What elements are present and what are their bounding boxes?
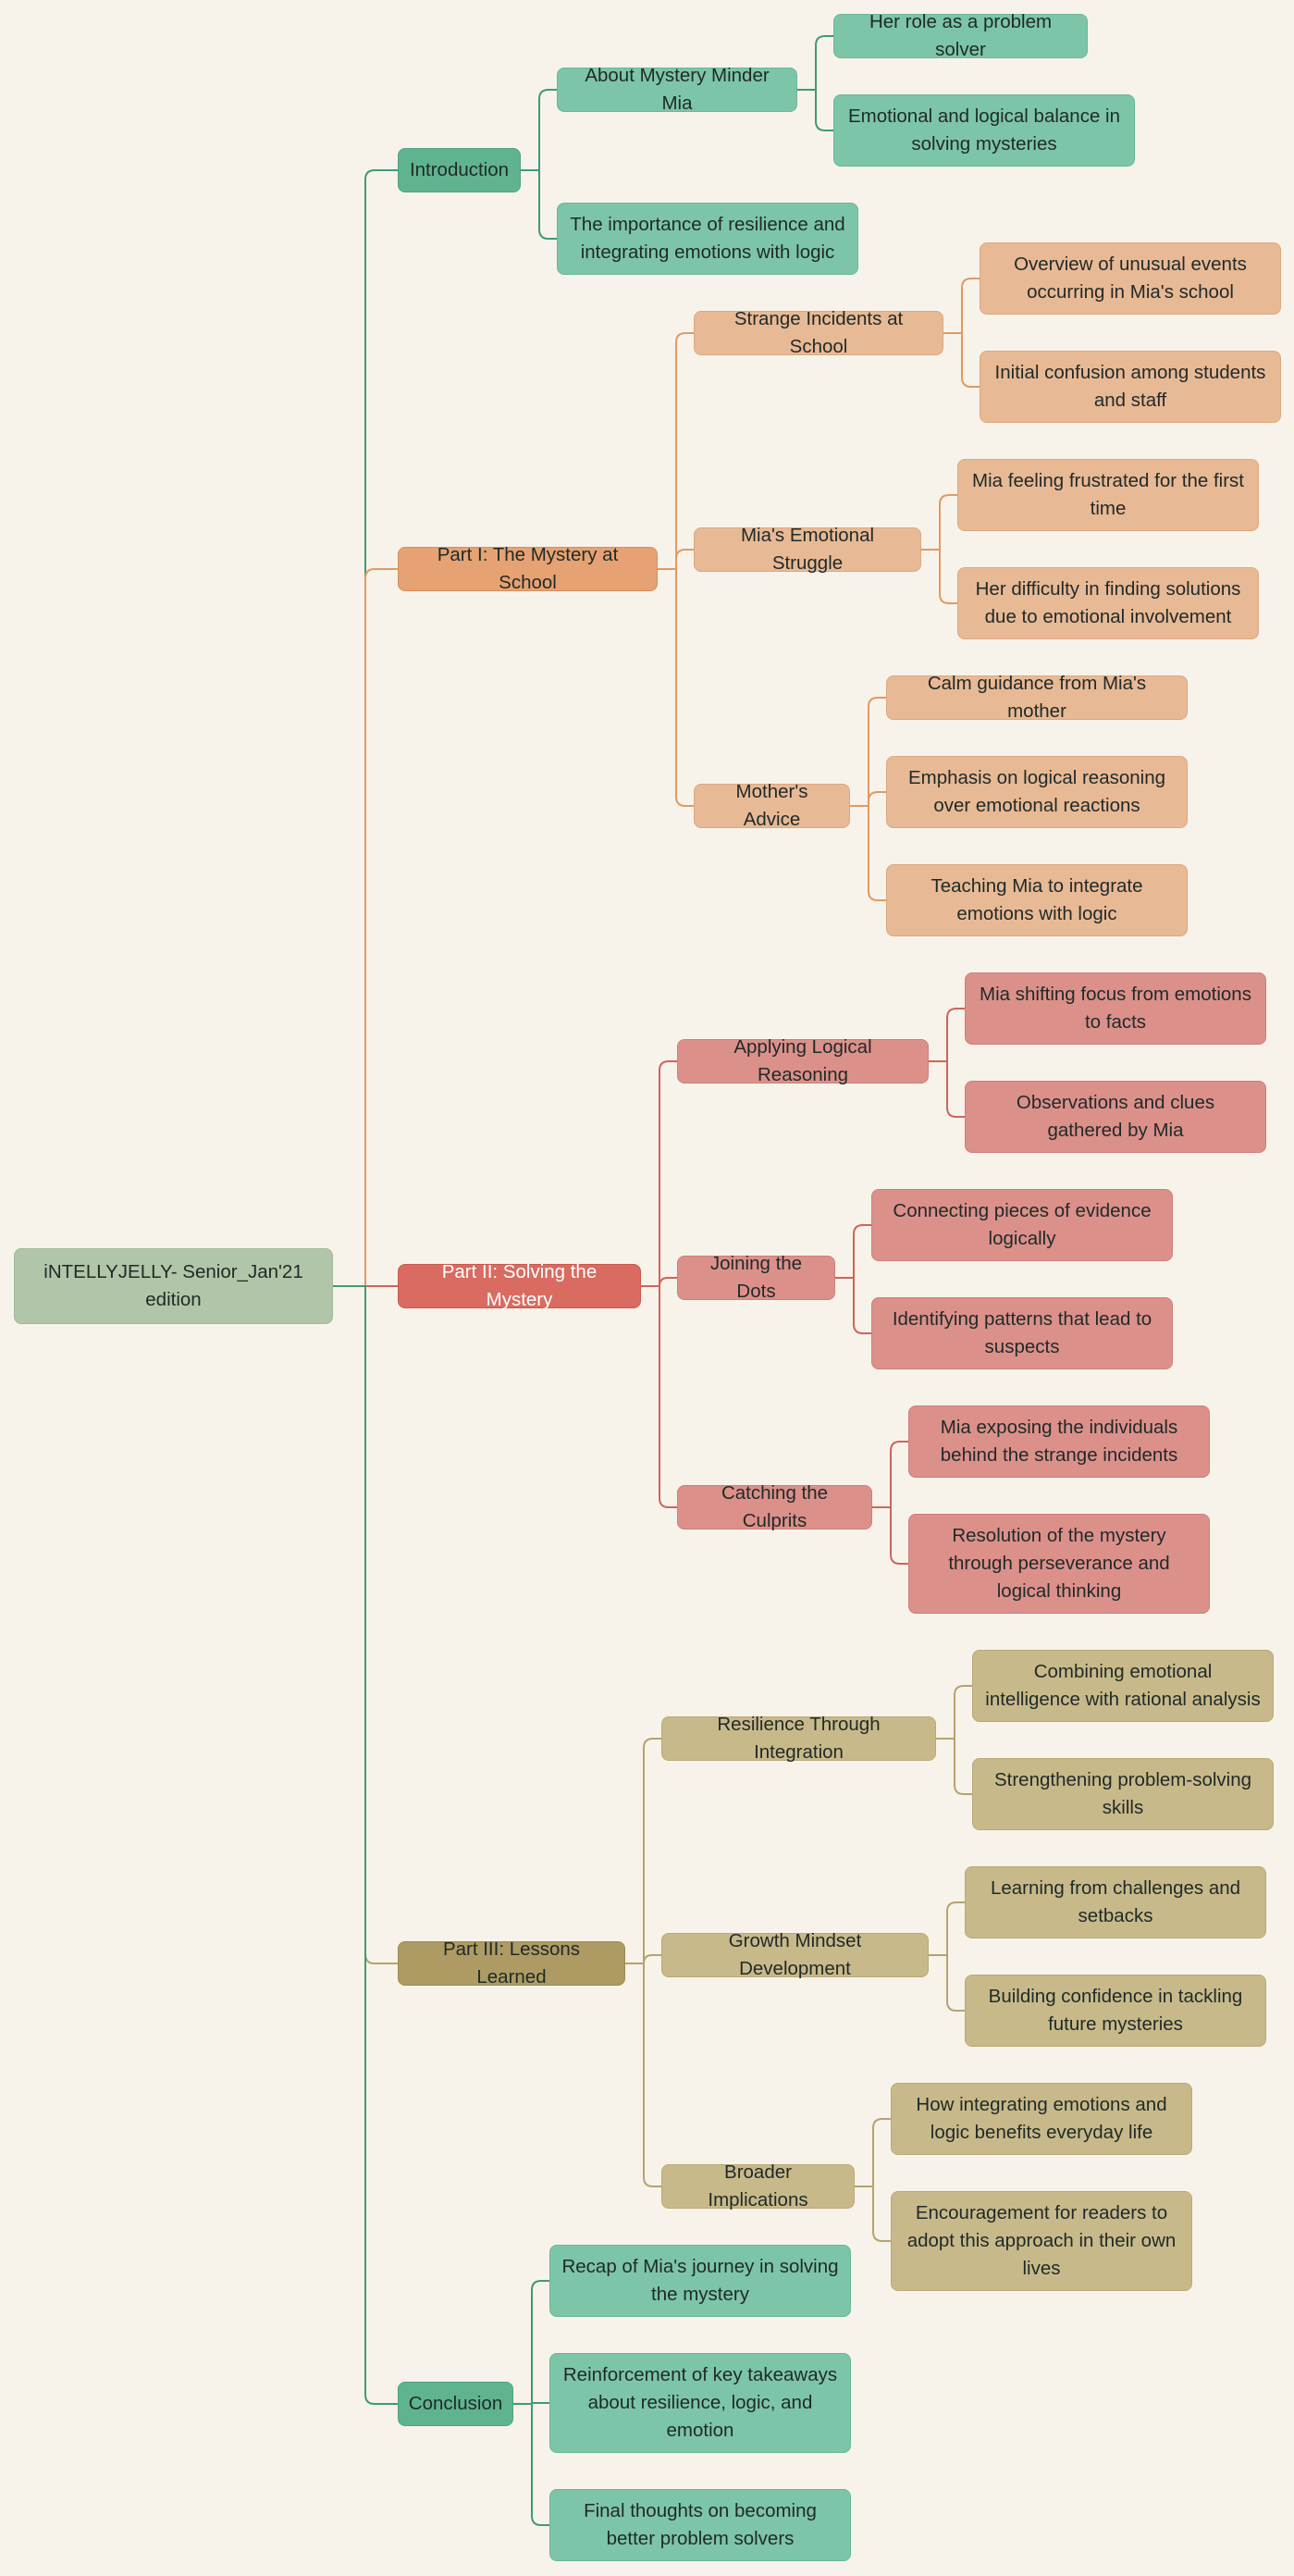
topic-applying-logic[interactable]: Applying Logical Reasoning bbox=[677, 1036, 929, 1085]
leaf-unusual-events[interactable]: Overview of unusual events occurring in … bbox=[980, 242, 1281, 315]
connector-line bbox=[943, 278, 980, 334]
connector-line bbox=[835, 1277, 871, 1334]
connector-line bbox=[850, 791, 886, 807]
connector-line bbox=[641, 1060, 677, 1287]
topic-mothers-advice[interactable]: Mother's Advice bbox=[694, 781, 850, 830]
leaf-combining-intelligence[interactable]: Combining emotional intelligence with ra… bbox=[972, 1650, 1274, 1722]
connector-line bbox=[797, 89, 833, 131]
topic-broader-implications[interactable]: Broader Implications bbox=[661, 2161, 855, 2211]
connector-line bbox=[513, 2403, 549, 2526]
topic-reinforcement-takeaways[interactable]: Reinforcement of key takeaways about res… bbox=[549, 2353, 851, 2453]
topic-joining-dots[interactable]: Joining the Dots bbox=[677, 1253, 835, 1302]
connector-line bbox=[936, 1685, 972, 1740]
connector-line bbox=[929, 1954, 965, 2012]
leaf-emphasis-logic[interactable]: Emphasis on logical reasoning over emoti… bbox=[886, 756, 1188, 828]
topic-about-mia[interactable]: About Mystery Minder Mia bbox=[557, 65, 797, 114]
connector-line bbox=[333, 568, 398, 1287]
leaf-strengthening-skills[interactable]: Strengthening problem-solving skills bbox=[972, 1758, 1274, 1830]
connector-line bbox=[872, 1506, 908, 1565]
connector-line bbox=[936, 1738, 972, 1795]
leaf-shifting-focus[interactable]: Mia shifting focus from emotions to fact… bbox=[965, 972, 1266, 1045]
connector-line bbox=[658, 549, 694, 570]
connector-line bbox=[625, 1738, 661, 1964]
topic-strange-incidents[interactable]: Strange Incidents at School bbox=[694, 308, 943, 357]
connector-line bbox=[658, 568, 694, 807]
connector-line bbox=[658, 332, 694, 570]
connector-line bbox=[641, 1285, 677, 1508]
leaf-building-confidence[interactable]: Building confidence in tackling future m… bbox=[965, 1975, 1266, 2047]
leaf-identifying-patterns[interactable]: Identifying patterns that lead to suspec… bbox=[871, 1297, 1173, 1369]
leaf-observations-clues[interactable]: Observations and clues gathered by Mia bbox=[965, 1081, 1266, 1153]
leaf-learning-challenges[interactable]: Learning from challenges and setbacks bbox=[965, 1866, 1266, 1938]
leaf-everyday-life[interactable]: How integrating emotions and logic benef… bbox=[891, 2083, 1192, 2155]
connector-line bbox=[835, 1224, 871, 1279]
connector-line bbox=[929, 1901, 965, 1956]
leaf-teaching-integration[interactable]: Teaching Mia to integrate emotions with … bbox=[886, 864, 1188, 936]
section-conclusion[interactable]: Conclusion bbox=[398, 2382, 513, 2426]
section-part-2[interactable]: Part II: Solving the Mystery bbox=[398, 1261, 641, 1310]
topic-emotional-struggle[interactable]: Mia's Emotional Struggle bbox=[694, 525, 921, 574]
connector-line bbox=[855, 2118, 891, 2187]
leaf-encouragement-readers[interactable]: Encouragement for readers to adopt this … bbox=[891, 2191, 1192, 2291]
connector-line bbox=[929, 1008, 965, 1062]
leaf-calm-guidance[interactable]: Calm guidance from Mia's mother bbox=[886, 673, 1188, 722]
connector-line bbox=[855, 2186, 891, 2242]
connector-line bbox=[513, 2280, 549, 2405]
connector-line bbox=[921, 549, 957, 604]
root-node[interactable]: iNTELLYJELLY- Senior_Jan'21 edition bbox=[14, 1248, 333, 1324]
connector-line bbox=[929, 1060, 965, 1118]
topic-importance-of-resilience[interactable]: The importance of resilience and integra… bbox=[557, 203, 858, 275]
section-part-3[interactable]: Part III: Lessons Learned bbox=[398, 1938, 625, 1988]
leaf-feeling-frustrated[interactable]: Mia feeling frustrated for the first tim… bbox=[957, 459, 1259, 531]
leaf-emotional-logical-balance[interactable]: Emotional and logical balance in solving… bbox=[833, 94, 1135, 167]
topic-resilience-integration[interactable]: Resilience Through Integration bbox=[661, 1714, 936, 1763]
connector-line bbox=[850, 805, 886, 901]
connector-line bbox=[333, 169, 398, 1287]
connector-line bbox=[521, 169, 557, 240]
connector-line bbox=[625, 1963, 661, 2187]
connector-line bbox=[850, 697, 886, 807]
leaf-initial-confusion[interactable]: Initial confusion among students and sta… bbox=[980, 351, 1281, 423]
leaf-problem-solver-role[interactable]: Her role as a problem solver bbox=[833, 11, 1088, 60]
section-part-1[interactable]: Part I: The Mystery at School bbox=[398, 544, 658, 593]
leaf-resolution[interactable]: Resolution of the mystery through persev… bbox=[908, 1514, 1210, 1614]
leaf-connecting-evidence[interactable]: Connecting pieces of evidence logically bbox=[871, 1189, 1173, 1261]
topic-recap-journey[interactable]: Recap of Mia's journey in solving the my… bbox=[549, 2245, 851, 2317]
leaf-difficulty-solutions[interactable]: Her difficulty in finding solutions due … bbox=[957, 567, 1259, 639]
connector-line bbox=[943, 332, 980, 388]
connector-line bbox=[333, 1285, 398, 2405]
connector-line bbox=[521, 89, 557, 171]
connector-line bbox=[872, 1441, 908, 1508]
topic-growth-mindset[interactable]: Growth Mindset Development bbox=[661, 1930, 929, 1979]
leaf-exposing-individuals[interactable]: Mia exposing the individuals behind the … bbox=[908, 1406, 1210, 1478]
topic-final-thoughts[interactable]: Final thoughts on becoming better proble… bbox=[549, 2489, 851, 2561]
topic-catching-culprits[interactable]: Catching the Culprits bbox=[677, 1482, 872, 1531]
connector-line bbox=[921, 494, 957, 551]
connector-line bbox=[797, 35, 833, 91]
section-introduction[interactable]: Introduction bbox=[398, 148, 521, 192]
